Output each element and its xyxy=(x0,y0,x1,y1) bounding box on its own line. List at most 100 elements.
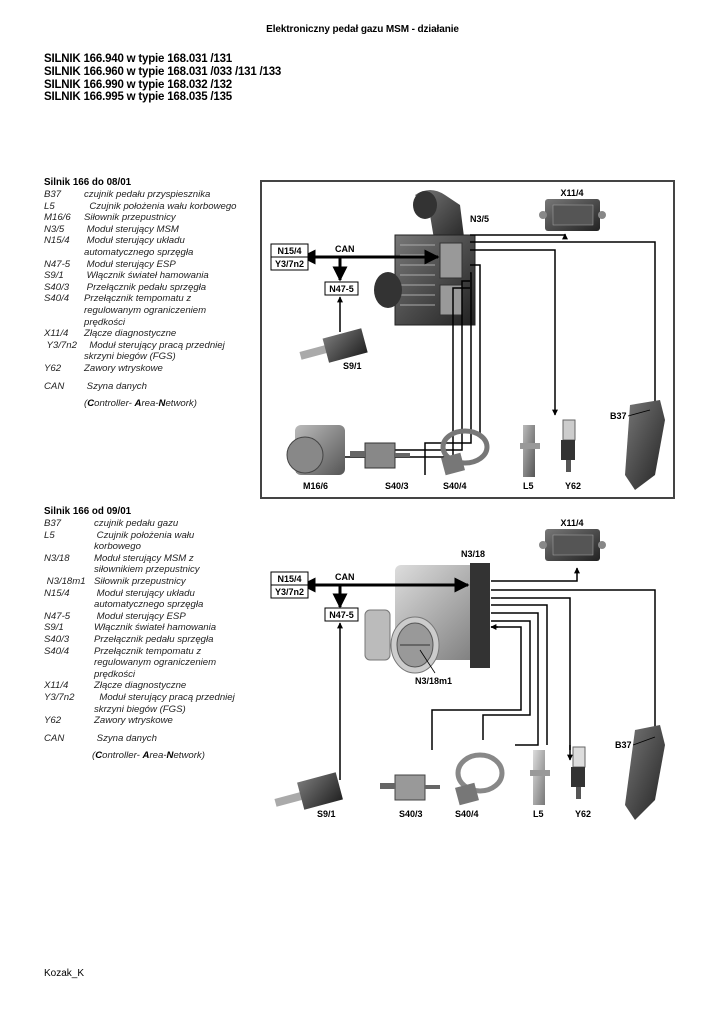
legend-code: X11/4 xyxy=(44,680,69,692)
legend-code: Y62 xyxy=(44,362,62,374)
can-note: (Controller- Area-Network) xyxy=(44,398,259,410)
legend-description: Złącze diagnostyczne xyxy=(84,328,177,340)
label-s40-3: S40/3 xyxy=(385,481,409,491)
legend-code: CAN xyxy=(44,732,65,744)
legend-code: Y3/7n2 xyxy=(44,691,75,703)
label-y62: Y62 xyxy=(575,809,591,819)
can-note-letter: C xyxy=(95,750,103,762)
s9-1-sensor-image xyxy=(274,772,343,810)
legend-description: Czujnik położenia wału korbowego xyxy=(84,200,237,212)
label-n3-5: N3/5 xyxy=(470,214,489,224)
label-b37: B37 xyxy=(615,740,632,750)
n47-5-box: N47-5 xyxy=(324,607,359,622)
can-note-text: ( xyxy=(92,750,96,762)
document-title: Elektroniczny pedał gazu MSM - działanie xyxy=(266,24,459,35)
s40-4-steering-image xyxy=(455,752,505,806)
legend-description: Włącznik świateł hamowania xyxy=(94,622,217,634)
legend-description: Moduł sterujący układu xyxy=(84,235,185,247)
legend-code: N3/18 xyxy=(44,552,70,564)
legend-row: Y3/7n2 Moduł sterujący pracą przedniej xyxy=(44,340,259,352)
legend-code: X11/4 xyxy=(44,328,69,340)
legend-code: S40/4 xyxy=(44,645,70,657)
label-y3-7n2: Y3/7n2 xyxy=(275,587,304,597)
can-note-text: rea- xyxy=(141,398,159,410)
can-note-text: rea- xyxy=(149,750,167,762)
label-x11-4: X11/4 xyxy=(560,188,583,198)
x11-4-connector-image xyxy=(539,529,606,561)
legend-description: skrzyni biegów (FGS) xyxy=(94,703,186,715)
label-b37: B37 xyxy=(610,411,627,421)
engine-list: SILNIK 166.940 w typie 168.031 /131 SILN… xyxy=(44,53,281,104)
n47-5-box: N47-5 xyxy=(324,281,359,296)
legend-code: S40/3 xyxy=(44,281,70,293)
legend-description: Szyna danych xyxy=(94,732,157,744)
label-y3-7n2: Y3/7n2 xyxy=(275,259,304,269)
y62-injector-image xyxy=(571,746,586,799)
legend-row: automatycznego sprzęgła xyxy=(44,247,259,259)
legend-description: Zawory wtryskowe xyxy=(94,715,173,727)
label-s40-4: S40/4 xyxy=(455,809,479,819)
legend-description: Moduł sterujący ESP xyxy=(94,610,186,622)
legend-row: S9/1 Włącznik świateł hamowania xyxy=(44,622,259,634)
label-n15-4: N15/4 xyxy=(277,574,301,584)
legend-description: Moduł sterujący pracą przedniej xyxy=(94,691,235,703)
legend-code: CAN xyxy=(44,380,65,392)
can-note-text: ( xyxy=(84,398,88,410)
engine-line: SILNIK 166.960 w typie 168.031 /033 /131… xyxy=(44,65,282,78)
s9-1-sensor-image xyxy=(299,328,368,363)
label-can: CAN xyxy=(335,244,355,254)
legend-description: Przełącznik pedału sprzęgła xyxy=(94,633,214,645)
legend-code: S9/1 xyxy=(44,622,64,634)
legend-description: Zawory wtryskowe xyxy=(84,362,163,374)
s40-4-steering-image xyxy=(440,428,490,476)
legend-code: L5 xyxy=(44,529,55,541)
legend-description: Moduł sterujący MSM z xyxy=(94,552,194,564)
n15-4-box: N15/4 Y3/7n2 xyxy=(270,243,309,271)
legend-code xyxy=(44,247,84,259)
y62-injector-image xyxy=(561,419,576,472)
label-y62: Y62 xyxy=(565,481,581,491)
legend-code xyxy=(44,657,94,669)
legend-description: regulowanym ograniczeniem xyxy=(94,657,217,669)
legend-code xyxy=(44,351,84,363)
legend-row: N3/5 Moduł sterujący MSM xyxy=(44,224,259,236)
can-note: (Controller- Area-Network) xyxy=(44,750,259,762)
legend-row: skrzyni biegów (FGS) xyxy=(44,704,259,716)
legend-row: N47-5 Moduł sterujący ESP xyxy=(44,611,259,623)
legend-description: czujnik pedału gazu xyxy=(94,518,179,529)
label-n3-18: N3/18 xyxy=(461,549,485,559)
legend-row: automatycznego sprzęgła xyxy=(44,599,259,611)
label-can: CAN xyxy=(335,572,355,582)
legend-row: regulowanym ograniczeniem xyxy=(44,305,259,317)
legend-description: Przełącznik tempomatu z xyxy=(84,293,192,305)
can-note-text: ontroller- xyxy=(94,398,135,410)
legend-row: X11/4 Złącze diagnostyczne xyxy=(44,328,259,340)
legend-row: L5 Czujnik położenia wału xyxy=(44,530,259,542)
b37-leader-line xyxy=(632,736,656,746)
legend-code xyxy=(44,669,94,681)
legend-code: L5 xyxy=(44,200,55,212)
s40-3-switch-image xyxy=(350,442,410,469)
can-note-letter: A xyxy=(134,398,142,410)
legend-row: prędkości xyxy=(44,669,259,681)
l5-sensor-image xyxy=(530,750,550,805)
legend-description: automatycznego sprzęgła xyxy=(84,246,194,258)
engine-line: SILNIK 166.940 w typie 168.031 /131 xyxy=(44,53,232,65)
section1-heading: Silnik 166 do 08/01 xyxy=(44,177,132,188)
legend-row: CAN Szyna danych xyxy=(44,381,259,393)
legend-code: N47-5 xyxy=(44,258,71,270)
legend-code: Y62 xyxy=(44,715,62,727)
legend-row: L5 Czujnik położenia wału korbowego xyxy=(44,201,259,213)
label-s40-3: S40/3 xyxy=(399,809,423,819)
label-x11-4: X11/4 xyxy=(560,518,583,528)
label-n47-5: N47-5 xyxy=(329,610,354,620)
legend-description: Moduł sterujący pracą przedniej xyxy=(84,339,225,351)
label-l5: L5 xyxy=(533,809,544,819)
